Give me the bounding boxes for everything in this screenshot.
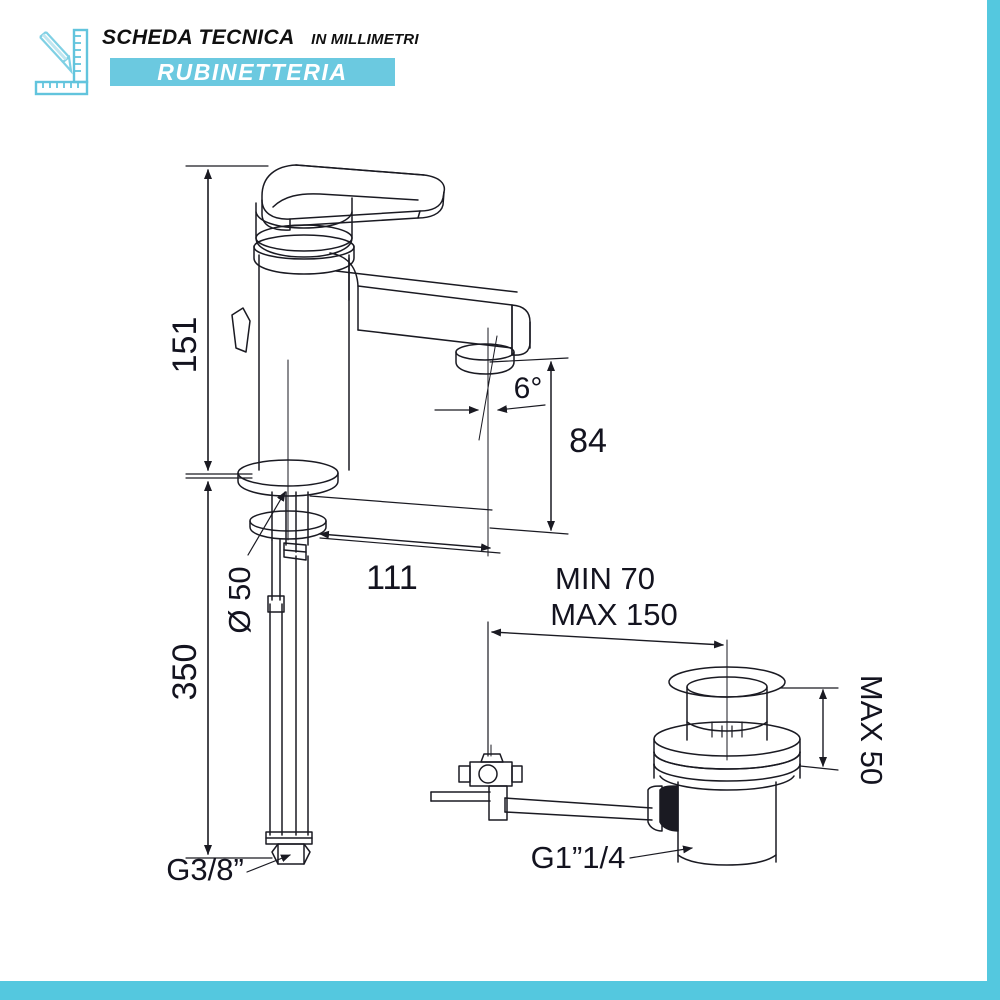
dimension-111 [309, 371, 501, 557]
dimension-label-drain-thread: G1”1/4 [531, 840, 626, 875]
faucet-body-collar [253, 234, 355, 275]
category-banner-label: RUBINETTERIA [157, 59, 348, 85]
dimension-label-max-150: MAX 150 [550, 597, 678, 632]
dimension-label-min-70: MIN 70 [555, 561, 655, 596]
leader-inlet-thread [246, 854, 291, 873]
page-title: SCHEDA TECNICA [102, 26, 295, 49]
leader-drain-thread [629, 845, 693, 859]
dimension-drain-distance [487, 621, 728, 757]
dimension-label-6-degrees: 6° [514, 372, 543, 405]
faucet-threaded-shank [271, 491, 309, 553]
faucet-spout [329, 252, 531, 375]
drain-threaded-flange [653, 721, 801, 791]
supply-hoses [267, 539, 309, 836]
page-header: SCHEDA TECNICA IN MILLIMETRI RUBINETTERI… [30, 22, 430, 102]
faucet-mounting-nut [283, 542, 307, 561]
drain-clevis [430, 785, 508, 821]
category-banner: RUBINETTERIA [110, 58, 395, 86]
dimension-label-max-50: MAX 50 [854, 675, 889, 785]
drain-pivot-ball-nut [647, 785, 679, 832]
page-border-right [987, 0, 1000, 1000]
leader-flange-diameter [247, 491, 286, 556]
faucet-side-lever [231, 307, 251, 353]
dimension-label-inlet-thread: G3/8” [166, 852, 244, 887]
dimension-label-151: 151 [166, 317, 204, 374]
drain-pivot-rod [504, 797, 653, 821]
dimension-84 [489, 357, 569, 535]
dimension-max-50 [779, 687, 839, 771]
supply-ferrules [265, 831, 313, 845]
dimension-label-111: 111 [366, 559, 418, 597]
dimension-151 [185, 165, 269, 475]
drain-lower-tube [677, 781, 777, 866]
page-border-bottom [0, 981, 1000, 1000]
dimension-label-350: 350 [166, 644, 204, 701]
page-subtitle: IN MILLIMETRI [311, 31, 419, 48]
faucet-base-flange [237, 459, 339, 497]
faucet-body [258, 254, 350, 471]
dimension-label-84: 84 [569, 422, 607, 460]
dimension-label-diameter-50: Ø 50 [222, 566, 257, 633]
faucet-lever-handle [261, 164, 446, 231]
angle-indicator-6deg [434, 327, 546, 449]
dimension-350 [185, 477, 273, 859]
faucet-handle-hub [255, 197, 353, 258]
inlet-hex-fitting [271, 843, 311, 865]
header-title-row: SCHEDA TECNICA IN MILLIMETRI [102, 26, 419, 50]
drain-clevis-screw [458, 744, 523, 787]
pencil-and-ruler-icon [34, 28, 89, 96]
